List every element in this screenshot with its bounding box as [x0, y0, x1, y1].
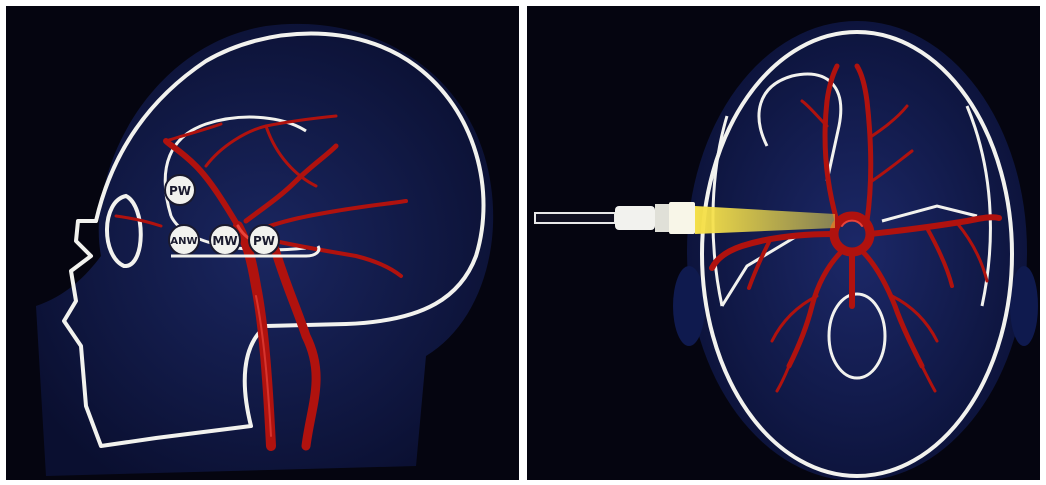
window-anterior: ANW — [169, 225, 199, 255]
window-posterior-top: PW — [165, 175, 195, 205]
window-posterior: PW — [249, 225, 279, 255]
window-label: PW — [169, 184, 191, 198]
transducer-probe — [535, 202, 695, 234]
lateral-head-illustration: PW ANW MW PW — [6, 6, 519, 480]
window-label: PW — [253, 234, 275, 248]
right-ear — [1010, 266, 1038, 346]
window-label: MW — [212, 234, 237, 248]
axial-head-panel — [527, 6, 1040, 480]
window-label: ANW — [170, 236, 197, 247]
window-middle: MW — [210, 225, 240, 255]
left-ear — [673, 266, 705, 346]
lateral-head-panel: PW ANW MW PW — [6, 6, 519, 480]
axial-head-illustration — [527, 6, 1040, 480]
